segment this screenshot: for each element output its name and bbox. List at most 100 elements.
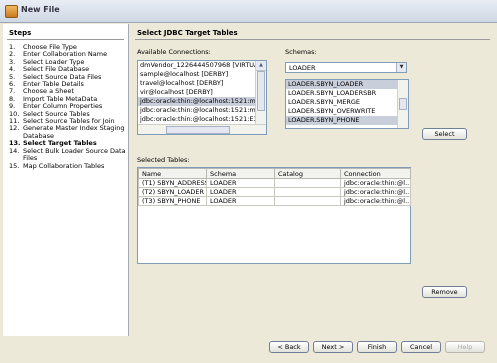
step-number: 8. — [9, 94, 16, 103]
step-label: Choose File Type — [23, 43, 77, 51]
cell-schema[interactable]: LOADER — [206, 196, 275, 206]
step-label: Select Target Tables — [23, 139, 97, 148]
step-number: 5. — [9, 72, 16, 81]
connections-vscrollbar[interactable]: ▲ — [255, 61, 266, 125]
cell-catalog[interactable] — [274, 187, 341, 197]
step-number: 6. — [9, 80, 16, 89]
select-button[interactable]: Select — [422, 128, 467, 140]
selected-tables-frame: Name Schema Catalog Connection (T1) SBYN… — [137, 167, 411, 264]
table-row[interactable]: (T1) SBYN_ADDRESS LOADER jdbc:oracle:thi… — [138, 178, 411, 188]
connection-item[interactable]: jdbc:oracle:thin:@localhost:1521:E3502 — [140, 115, 256, 123]
column-header[interactable]: Connection — [340, 168, 411, 179]
schema-table-item-selected[interactable]: LOADER.SBYN_LOADER — [286, 80, 397, 89]
step-item: 10.Select Source Tables — [9, 109, 126, 118]
step-label: Enter Collaboration Name — [23, 50, 108, 59]
main-panel: Select JDBC Target Tables Available Conn… — [131, 24, 494, 336]
step-label: Generate Master Index Staging Database — [23, 124, 125, 140]
steps-panel: Steps 1. Choose File Type 2. Enter Collabo… — [3, 24, 129, 336]
cell-name[interactable]: (T3) SBYN_PHONE — [138, 196, 207, 206]
window-title: New File — [21, 5, 60, 14]
step-number: 4. — [9, 65, 16, 74]
scroll-thumb[interactable] — [399, 98, 407, 110]
step-item: 3.Select Loader Type — [9, 58, 126, 66]
footer-bar: < Back Next > Finish Cancel Help — [0, 337, 497, 363]
scroll-up-icon[interactable]: ▲ — [256, 61, 266, 71]
cancel-button[interactable]: Cancel — [401, 341, 441, 353]
connections-hscrollbar[interactable] — [138, 124, 266, 134]
step-label: Import Table MetaData — [23, 94, 98, 103]
schema-tables-list[interactable]: LOADER.SBYN_LOADER LOADER.SBYN_LOADERSBR… — [285, 79, 409, 129]
step-label: Enter Column Properties — [23, 102, 103, 111]
column-header[interactable]: Schema — [206, 168, 275, 179]
cell-connection[interactable]: jdbc:oracle:thin:@l... — [340, 196, 411, 206]
connections-label: Available Connections: — [137, 48, 211, 56]
selected-tables-table[interactable]: Name Schema Catalog Connection (T1) SBYN… — [138, 168, 411, 206]
cell-schema[interactable]: LOADER — [206, 187, 275, 197]
step-label: Select Bulk Loader Source Data Files — [23, 146, 126, 163]
step-item: 12.Generate Master Index Staging Databas… — [9, 125, 126, 140]
scroll-thumb[interactable] — [257, 71, 265, 111]
cell-catalog[interactable] — [274, 178, 341, 188]
cell-schema[interactable]: LOADER — [206, 178, 275, 188]
connection-item[interactable]: jdbc:oracle:thin:@localhost:1521:midm — [140, 106, 256, 114]
step-item-current: 13.Select Target Tables — [9, 139, 126, 148]
cell-name[interactable]: (T1) SBYN_ADDRESS — [138, 178, 207, 188]
chevron-down-icon[interactable]: ▼ — [396, 63, 406, 72]
next-button[interactable]: Next > — [313, 341, 353, 353]
step-number: 10. — [9, 109, 20, 118]
step-number: 15. — [9, 161, 20, 170]
title-divider — [135, 39, 490, 40]
help-button[interactable]: Help — [445, 341, 485, 353]
step-label: Map Collaboration Tables — [23, 161, 105, 170]
connection-item[interactable]: travel@localhost [DERBY] — [140, 79, 224, 87]
cell-catalog[interactable] — [274, 196, 341, 206]
step-number: 2. — [9, 50, 16, 59]
schema-table-item[interactable]: LOADER.SBYN_OVERWRITE — [288, 107, 376, 115]
connection-item[interactable]: sample@localhost [DERBY] — [140, 70, 229, 78]
step-label: Select Source Data Files — [23, 72, 102, 81]
step-number: 14. — [9, 146, 20, 155]
cell-connection[interactable]: jdbc:oracle:thin:@l... — [340, 187, 411, 197]
step-item: 1. Choose File Type — [9, 43, 126, 51]
step-number: 11. — [9, 117, 20, 126]
back-button[interactable]: < Back — [269, 341, 309, 353]
schema-table-item[interactable]: LOADER.SBYN_MERGE — [288, 98, 360, 106]
scroll-thumb[interactable] — [166, 126, 230, 134]
remove-button[interactable]: Remove — [422, 286, 467, 298]
step-item: 4.Select File Database — [9, 65, 126, 74]
step-item: 6.Enter Table Details — [9, 80, 126, 89]
table-row[interactable]: (T3) SBYN_PHONE LOADER jdbc:oracle:thin:… — [138, 196, 411, 206]
selected-tables-label: Selected Tables: — [137, 156, 190, 164]
step-number: 13. — [9, 139, 21, 148]
steps-header: Steps — [9, 29, 32, 37]
finish-button[interactable]: Finish — [357, 341, 397, 353]
connection-item-selected[interactable]: jdbc:oracle:thin:@localhost:1521:midm — [138, 97, 256, 106]
page-title: Select JDBC Target Tables — [137, 29, 238, 37]
schemas-label: Schemas: — [285, 48, 317, 56]
connection-item[interactable]: vir@localhost [DERBY] — [140, 88, 213, 96]
step-number: 7. — [9, 87, 16, 96]
step-number: 12. — [9, 124, 20, 133]
schema-table-item-selected[interactable]: LOADER.SBYN_PHONE — [286, 116, 397, 125]
title-bar: New File — [0, 0, 497, 23]
step-item: 14.Select Bulk Loader Source Data Files — [9, 146, 126, 163]
column-header[interactable]: Catalog — [274, 168, 341, 179]
connection-item[interactable]: dmVendor_1226444507968 [VIRTUAL D — [140, 61, 256, 69]
cell-name[interactable]: (T2) SBYN_LOADER — [138, 187, 207, 197]
step-item: 5. Select Source Data Files — [9, 72, 126, 81]
table-row[interactable]: (T2) SBYN_LOADER LOADER jdbc:oracle:thin… — [138, 187, 411, 197]
cell-connection[interactable]: jdbc:oracle:thin:@l... — [340, 178, 411, 188]
schema-vscrollbar[interactable] — [397, 80, 408, 128]
steps-divider — [7, 39, 124, 40]
step-number: 1. — [9, 43, 16, 51]
step-item: 8. Import Table MetaData — [9, 94, 126, 103]
schema-dropdown[interactable]: LOADER ▼ — [285, 62, 407, 73]
schema-table-item[interactable]: LOADER.SBYN_LOADERSBR — [288, 89, 377, 97]
column-header[interactable]: Name — [138, 168, 207, 179]
step-label: Choose a Sheet — [23, 87, 74, 96]
steps-list: 1. Choose File Type 2. Enter Collaboration… — [9, 43, 126, 170]
connections-list[interactable]: dmVendor_1226444507968 [VIRTUAL D sample… — [137, 60, 267, 135]
table-header-row: Name Schema Catalog Connection — [138, 168, 411, 179]
step-item: 9.Enter Column Properties — [9, 102, 126, 111]
step-item: 15.Map Collaboration Tables — [9, 161, 126, 170]
